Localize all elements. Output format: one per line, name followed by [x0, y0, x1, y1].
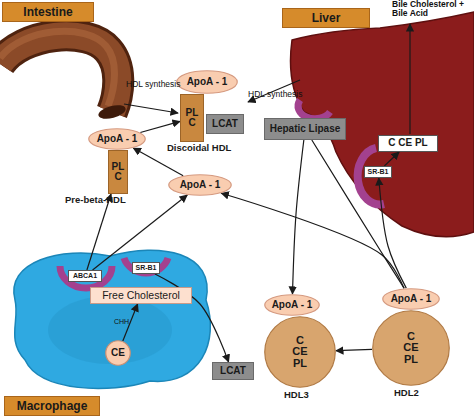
- node-text: LCAT: [220, 366, 246, 377]
- node-text: Macrophage: [17, 400, 88, 413]
- lipid-box: C CE PL: [378, 135, 438, 152]
- node-caption: HDL3: [284, 390, 309, 400]
- node-text: Free Cholesterol: [102, 290, 180, 301]
- node-text: PL C: [111, 162, 125, 183]
- receptor-symbol: [60, 266, 112, 288]
- macrophage-drawing: [14, 250, 211, 388]
- node-text: C CE PL: [399, 331, 423, 366]
- node-text: ApoA - 1: [187, 77, 228, 88]
- flow-arrow: [379, 178, 406, 288]
- apoa1-oval: ApoA - 1: [382, 288, 440, 310]
- node-text: SR-B1: [367, 168, 388, 175]
- node-text: SR-B1: [135, 264, 156, 271]
- receptor-symbol: [124, 258, 168, 273]
- bile-arrow: [409, 24, 410, 134]
- node-text: Hepatic Lipase: [270, 124, 341, 135]
- flow-arrow: [93, 195, 188, 270]
- hdl-particle: C CE PLHDL2: [372, 310, 450, 386]
- organ-band: Liver: [282, 8, 370, 28]
- enzyme-box: Hepatic Lipase: [264, 118, 346, 140]
- node-text: ApoA - 1: [180, 180, 221, 191]
- node-caption: HDL2: [394, 388, 419, 398]
- cholesterol-box: Free Cholesterol: [90, 287, 192, 304]
- node-text: CE: [111, 348, 125, 359]
- node-caption: Discoidal HDL: [167, 143, 231, 153]
- node-text: Intestine: [23, 6, 72, 19]
- apoa1-oval: ApoA - 1: [264, 294, 320, 316]
- receptor-label: SR-B1: [364, 166, 392, 178]
- annotation-label: Bile Cholesterol + Bile Acid: [392, 0, 474, 19]
- node-text: Liver: [312, 12, 341, 25]
- apoa1-oval: ApoA - 1: [168, 174, 232, 196]
- node-text: ApoA - 1: [391, 294, 432, 305]
- node-caption: Pre-beta-HDL: [65, 195, 126, 205]
- node-text: LCAT: [212, 119, 238, 130]
- ester-circle: CE: [105, 340, 131, 366]
- annotation-label: HDL synthesis: [126, 80, 186, 89]
- hdl-particle: C CE PLHDL3: [264, 316, 336, 388]
- flow-arrow: [336, 349, 372, 350]
- organ-band: Intestine: [2, 2, 94, 22]
- apoa1-oval: ApoA - 1: [176, 70, 238, 94]
- receptor-label: ABCA1: [68, 270, 102, 282]
- enzyme-box: LCAT: [206, 114, 244, 134]
- phospholipid-disc: PL CDiscoidal HDL: [180, 94, 204, 142]
- organ-band: Macrophage: [4, 396, 100, 416]
- flow-arrow: [312, 140, 404, 288]
- annotation-label: HDL synthesis: [248, 90, 308, 99]
- apoa1-oval: ApoA - 1: [88, 128, 146, 150]
- flow-arrow: [221, 193, 404, 288]
- flow-arrow: [384, 152, 399, 166]
- node-text: C CE PL: [388, 138, 427, 149]
- node-text: ApoA - 1: [272, 300, 313, 311]
- phospholipid-disc: PL CPre-beta-HDL: [108, 150, 128, 194]
- receptor-label: SR-B1: [132, 262, 160, 274]
- synthesis-arrow: [124, 104, 178, 113]
- enzyme-box: LCAT: [212, 362, 254, 380]
- annotation-label: CHH: [114, 318, 138, 326]
- node-text: ApoA - 1: [97, 134, 138, 145]
- flow-arrow: [140, 121, 180, 132]
- node-text: ABCA1: [73, 272, 97, 279]
- intestine-drawing: [0, 31, 127, 121]
- node-text: PL C: [184, 108, 200, 129]
- node-text: C CE PL: [288, 335, 312, 370]
